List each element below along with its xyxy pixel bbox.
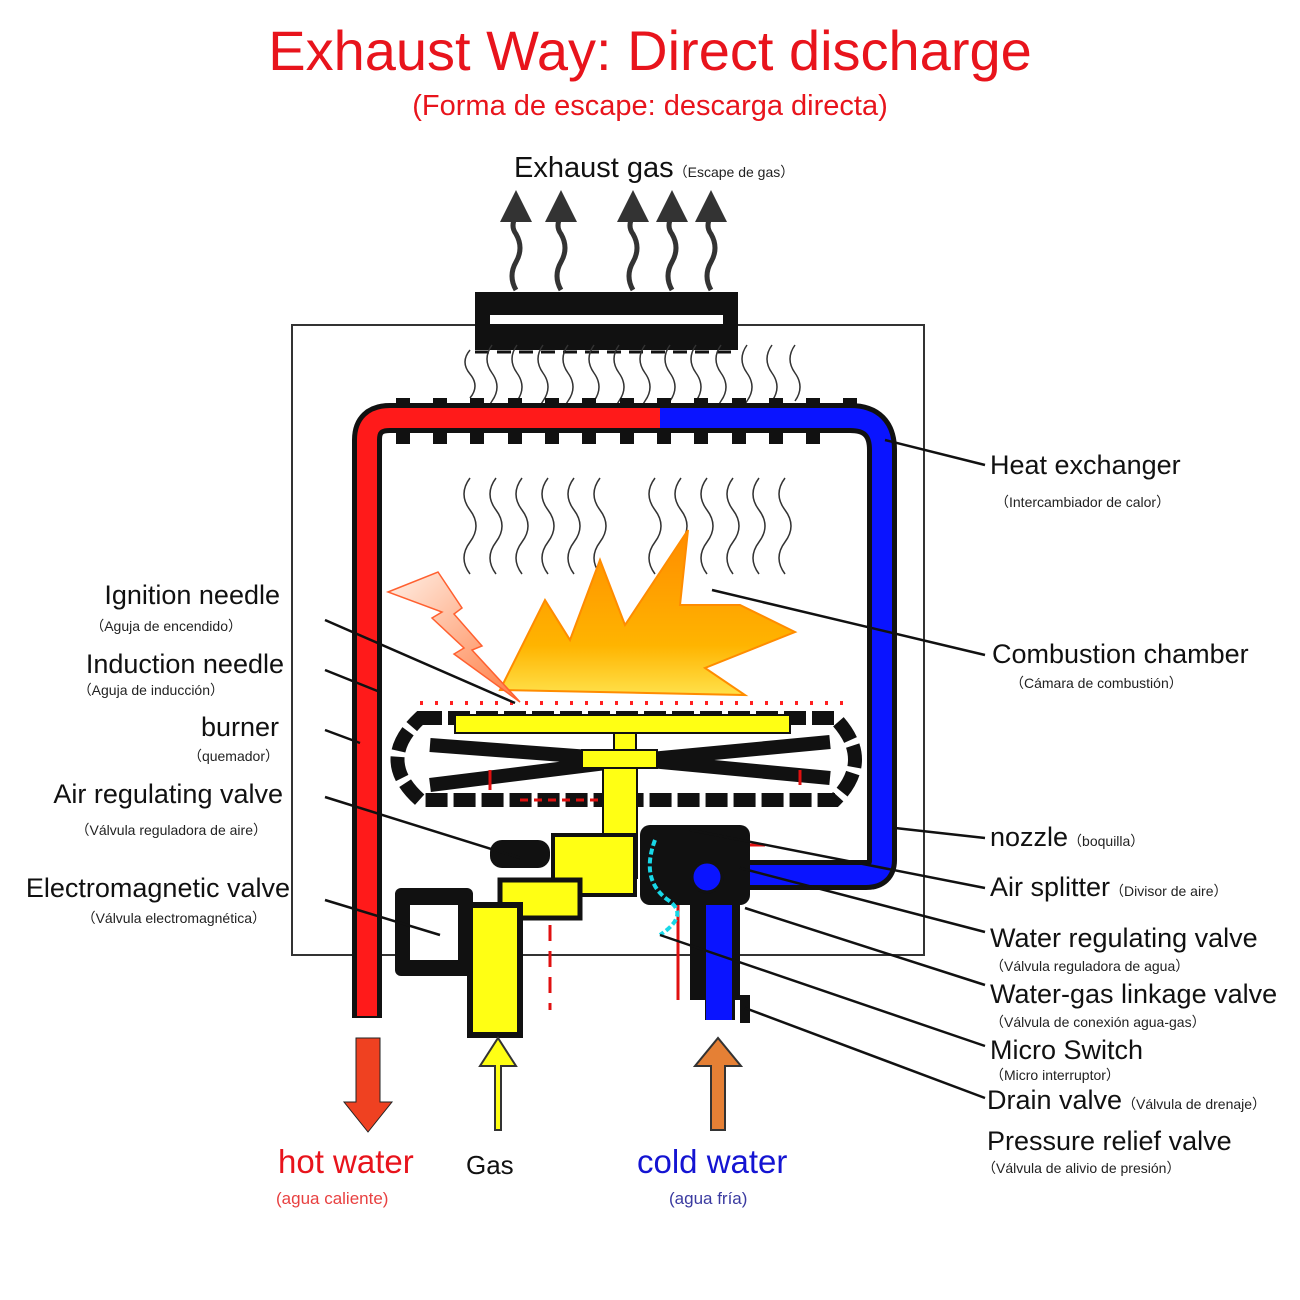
cold-water-label: cold water xyxy=(637,1143,788,1180)
water-gas-linkage-valve-sublabel: （Válvula de conexión agua-gas） xyxy=(990,1014,1206,1030)
drain-valve-sublabel: （Válvula de drenaje） xyxy=(1122,1096,1267,1112)
heat-exchanger-label: Heat exchanger xyxy=(990,450,1181,480)
hot-water-sublabel: (agua caliente) xyxy=(276,1189,389,1208)
exhaust-gas-label: Exhaust gas（Escape de gas） xyxy=(514,152,795,184)
air-splitter-label-group: Air splitter（Divisor de aire） xyxy=(990,872,1228,903)
air-splitter-label: Air splitter xyxy=(990,872,1111,902)
hot-water-arrow xyxy=(342,1037,394,1133)
heat-exchanger-sublabel: （Intercambiador de calor） xyxy=(995,494,1171,510)
water-regulating-valve-sublabel: （Válvula reguladora de agua） xyxy=(990,958,1190,974)
micro-switch-label: Micro Switch xyxy=(990,1035,1144,1065)
cold-water-arrow xyxy=(692,1036,744,1131)
diagram-subtitle: (Forma de escape: descarga directa) xyxy=(412,90,888,122)
electromagnetic-valve-label: Electromagnetic valve xyxy=(25,873,290,903)
ignition-needle-label: Ignition needle xyxy=(104,580,280,610)
water-regulating-valve-label: Water regulating valve xyxy=(990,923,1258,953)
flame xyxy=(498,529,798,697)
nozzle-sublabel: （boquilla） xyxy=(1068,833,1145,849)
micro-switch-sublabel: （Micro interruptor） xyxy=(990,1067,1120,1083)
ignition-spark xyxy=(385,571,521,703)
water-gas-linkage-valve-label: Water-gas linkage valve xyxy=(990,979,1278,1009)
hot-water-label: hot water xyxy=(278,1143,414,1180)
burner-sublabel: （quemador） xyxy=(187,748,279,764)
pressure-relief-valve-sublabel: （Válvula de alivio de presión） xyxy=(982,1160,1181,1176)
air-regulating-valve-sublabel: （Válvula reguladora de aire） xyxy=(75,822,267,838)
diagram-title: Exhaust Way: Direct discharge xyxy=(268,19,1032,82)
air-splitter-sublabel: （Divisor de aire） xyxy=(1110,883,1228,899)
heat-waves-chamber xyxy=(463,477,792,575)
electromagnetic-valve-sublabel: （Válvula electromagnética） xyxy=(81,910,266,926)
cold-water-sublabel: (agua fría) xyxy=(669,1189,748,1208)
gas-arrow xyxy=(478,1036,518,1131)
pressure-relief-valve-label: Pressure relief valve xyxy=(987,1126,1232,1156)
combustion-chamber-sublabel: （Cámara de combustión） xyxy=(1010,675,1183,691)
leader-lines-left xyxy=(324,618,521,937)
drain-valve-label: Drain valve xyxy=(987,1085,1123,1115)
air-regulating-valve-label: Air regulating valve xyxy=(53,779,283,809)
burner-label: burner xyxy=(200,712,279,742)
gas-label: Gas xyxy=(466,1150,514,1180)
drain-valve-label-group: Drain valve（Válvula de drenaje） xyxy=(987,1085,1266,1116)
air-splitter-knob xyxy=(690,860,724,894)
leader-lines-right xyxy=(659,438,986,1100)
ignition-needle-sublabel: （Aguja de encendido） xyxy=(90,618,242,634)
water-gas-linkage xyxy=(647,839,680,937)
exhaust-gas-arrows xyxy=(509,214,718,292)
induction-needle-sublabel: （Aguja de inducción） xyxy=(77,682,224,698)
combustion-chamber-label: Combustion chamber xyxy=(992,639,1249,669)
nozzle-label-group: nozzle（boquilla） xyxy=(990,822,1144,853)
induction-needle-label: Induction needle xyxy=(85,649,284,679)
nozzle-label: nozzle xyxy=(990,822,1069,852)
cold-pipe-lower xyxy=(706,905,732,1020)
